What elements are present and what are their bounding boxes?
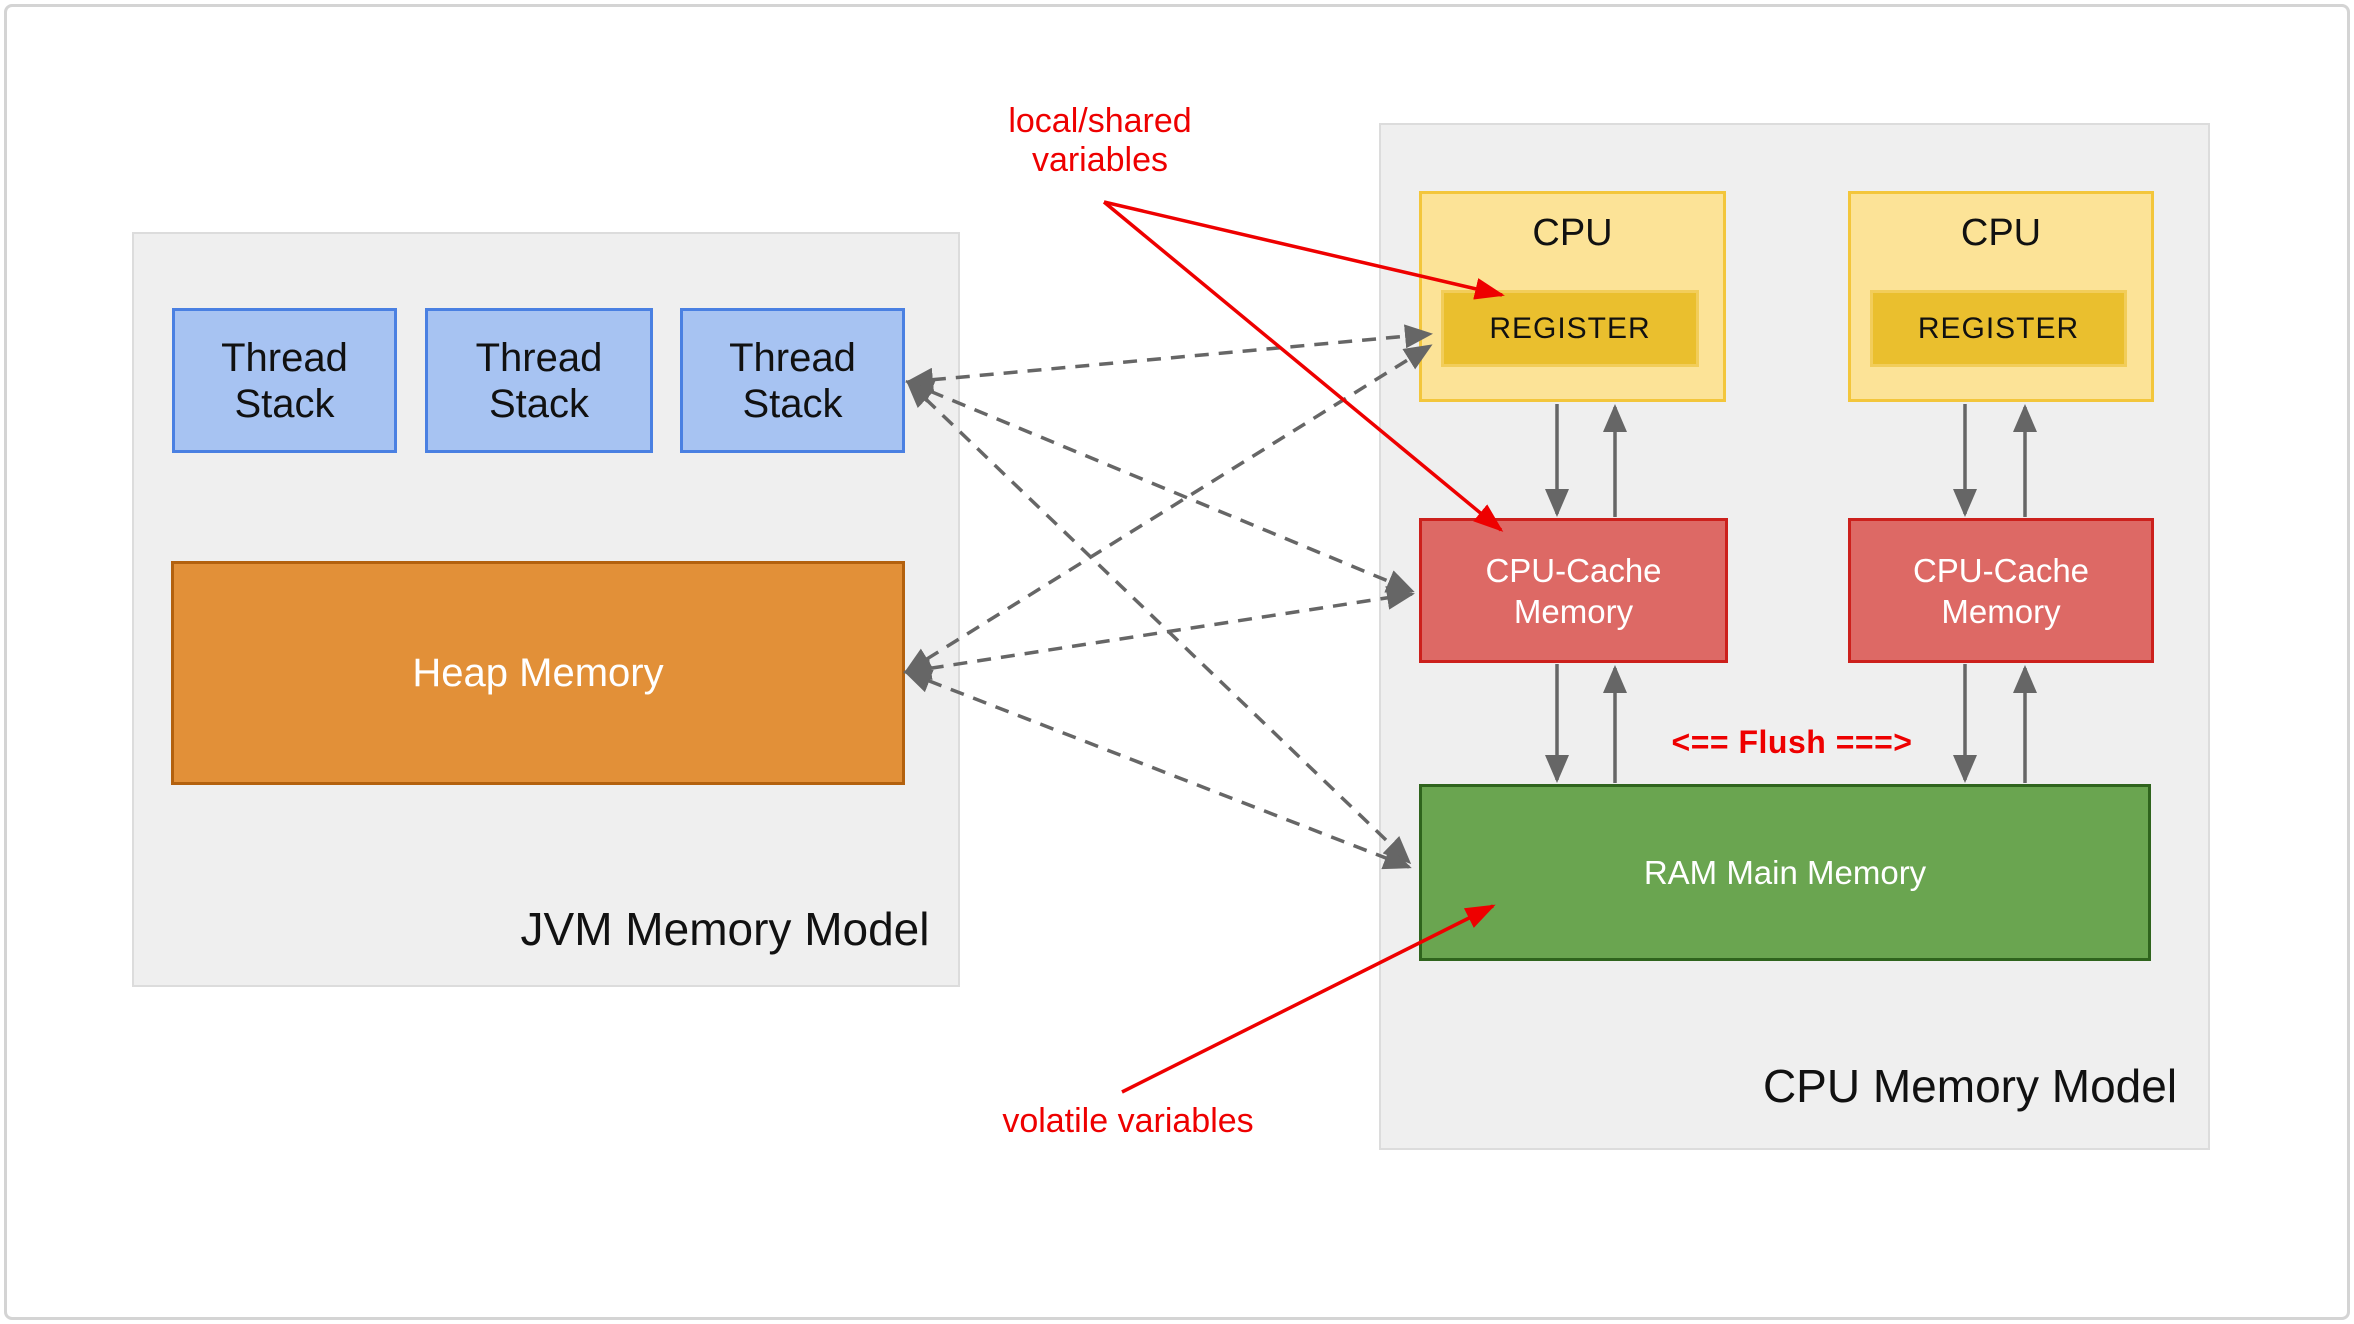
cpu-cache-label: CPU-Cache Memory <box>1485 551 1662 630</box>
local-shared-line2: variables <box>1031 141 1169 179</box>
thread-stack-box-2: Thread Stack <box>425 308 653 453</box>
ram-label: RAM Main Memory <box>1643 853 1927 891</box>
heap-memory-label: Heap Memory <box>412 650 664 695</box>
register-label: REGISTER <box>1917 311 2080 345</box>
cpu-box-1: CPU REGISTER <box>1419 191 1726 402</box>
connector-heap-cache <box>903 585 1415 681</box>
local-shared-variables-annotation: local/shared variables <box>950 102 1250 180</box>
cpu-panel-title: CPU Memory Model <box>1762 1060 2178 1112</box>
register-box-2: REGISTER <box>1870 290 2127 367</box>
register-box-1: REGISTER <box>1441 290 1699 367</box>
connector-heap-register <box>903 344 1433 674</box>
volatile-variables-annotation: volatile variables <box>1002 1102 1254 1140</box>
cpu-title: CPU <box>1960 212 2042 254</box>
cpu-cache-box-1: CPU-Cache Memory <box>1419 518 1728 663</box>
register-label: REGISTER <box>1489 311 1651 345</box>
connector-stack-ram <box>905 379 1412 865</box>
connector-stack-cache <box>905 380 1415 593</box>
thread-stack-box-1: Thread Stack <box>172 308 397 453</box>
connector-heap-ram <box>903 669 1412 870</box>
thread-stack-label: Thread Stack <box>475 335 603 426</box>
thread-stack-label: Thread Stack <box>729 335 856 426</box>
cpu-box-2: CPU REGISTER <box>1848 191 2154 402</box>
heap-memory-box: Heap Memory <box>171 561 905 785</box>
cpu-title: CPU <box>1532 212 1613 254</box>
cpu-cache-box-2: CPU-Cache Memory <box>1848 518 2154 663</box>
jvm-panel-title: JVM Memory Model <box>520 903 930 955</box>
thread-stack-box-3: Thread Stack <box>680 308 905 453</box>
flush-annotation: <== Flush ===> <box>1671 724 1913 760</box>
connector-stack-register <box>905 324 1433 392</box>
ram-main-memory-box: RAM Main Memory <box>1419 784 2151 961</box>
thread-stack-label: Thread Stack <box>221 335 348 426</box>
local-shared-line1: local/shared <box>1008 102 1192 140</box>
dashed-connectors <box>903 324 1433 870</box>
cpu-cache-label: CPU-Cache Memory <box>1912 551 2090 630</box>
